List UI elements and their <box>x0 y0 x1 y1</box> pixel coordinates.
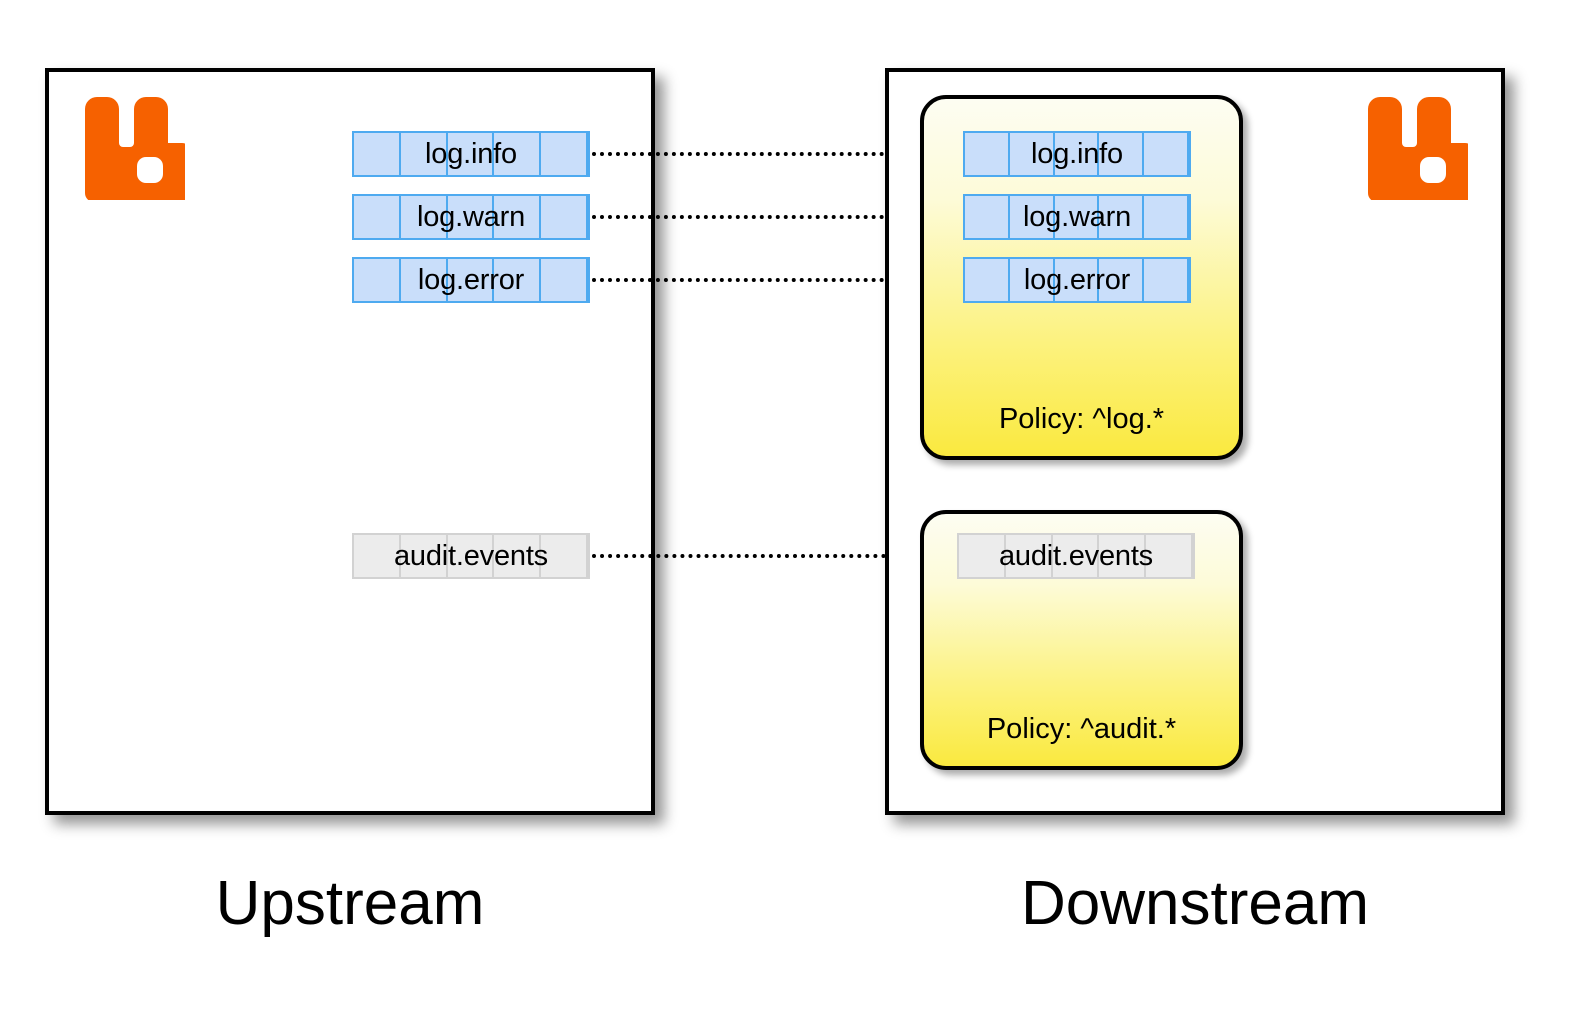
queue-cell <box>1006 535 1053 577</box>
upstream-caption: Upstream <box>215 869 485 938</box>
queue-cell <box>448 259 495 301</box>
queue-cell <box>354 133 401 175</box>
queue-cell <box>494 535 542 577</box>
queue-cell <box>1099 535 1147 577</box>
queue-cell <box>965 259 1010 301</box>
queue-cell <box>1144 133 1189 175</box>
queue-audit-events-upstream[interactable]: audit.events <box>352 533 590 579</box>
queue-cell <box>401 259 448 301</box>
federation-link-audit-events <box>592 554 918 558</box>
queue-cell <box>541 133 588 175</box>
queue-cell <box>448 535 495 577</box>
queue-cell <box>401 133 448 175</box>
queue-log-info-downstream[interactable]: log.info <box>963 131 1191 177</box>
policy-label: Policy: ^audit.* <box>986 713 1177 745</box>
queue-cell <box>1146 535 1193 577</box>
queue-log-warn-upstream[interactable]: log.warn <box>352 194 590 240</box>
queue-cell <box>541 535 588 577</box>
queue-cell <box>354 259 401 301</box>
queue-cell <box>959 535 1006 577</box>
federation-link-log-error <box>592 278 924 282</box>
queue-cell <box>448 133 495 175</box>
queue-cell <box>1055 133 1100 175</box>
queue-cell <box>1099 133 1145 175</box>
queue-log-error-upstream[interactable]: log.error <box>352 257 590 303</box>
queue-cell <box>354 535 401 577</box>
rabbitmq-logo-icon <box>1358 95 1475 202</box>
rabbitmq-logo-icon <box>75 95 192 202</box>
queue-cell <box>541 196 588 238</box>
queue-cell <box>1055 259 1100 301</box>
queue-cell <box>1144 196 1189 238</box>
downstream-caption: Downstream <box>1021 869 1369 938</box>
federation-link-log-warn <box>592 215 924 219</box>
queue-cell <box>494 259 542 301</box>
queue-cell <box>1010 196 1055 238</box>
queue-log-warn-downstream[interactable]: log.warn <box>963 194 1191 240</box>
queue-cell <box>494 196 542 238</box>
queue-cell <box>401 196 448 238</box>
queue-cell <box>965 133 1010 175</box>
queue-cell <box>1010 133 1055 175</box>
queue-cell <box>354 196 401 238</box>
queue-audit-events-downstream[interactable]: audit.events <box>957 533 1195 579</box>
queue-cell <box>494 133 542 175</box>
queue-cell <box>1099 259 1145 301</box>
queue-cell <box>965 196 1010 238</box>
queue-cell <box>1144 259 1189 301</box>
queue-log-error-downstream[interactable]: log.error <box>963 257 1191 303</box>
queue-cell <box>541 259 588 301</box>
queue-log-info-upstream[interactable]: log.info <box>352 131 590 177</box>
queue-cell <box>1055 196 1100 238</box>
federation-link-log-info <box>592 152 924 156</box>
queue-cell <box>1010 259 1055 301</box>
queue-cell <box>1053 535 1100 577</box>
queue-cell <box>448 196 495 238</box>
policy-label: Policy: ^log.* <box>998 403 1165 435</box>
queue-cell <box>401 535 448 577</box>
queue-cell <box>1099 196 1145 238</box>
